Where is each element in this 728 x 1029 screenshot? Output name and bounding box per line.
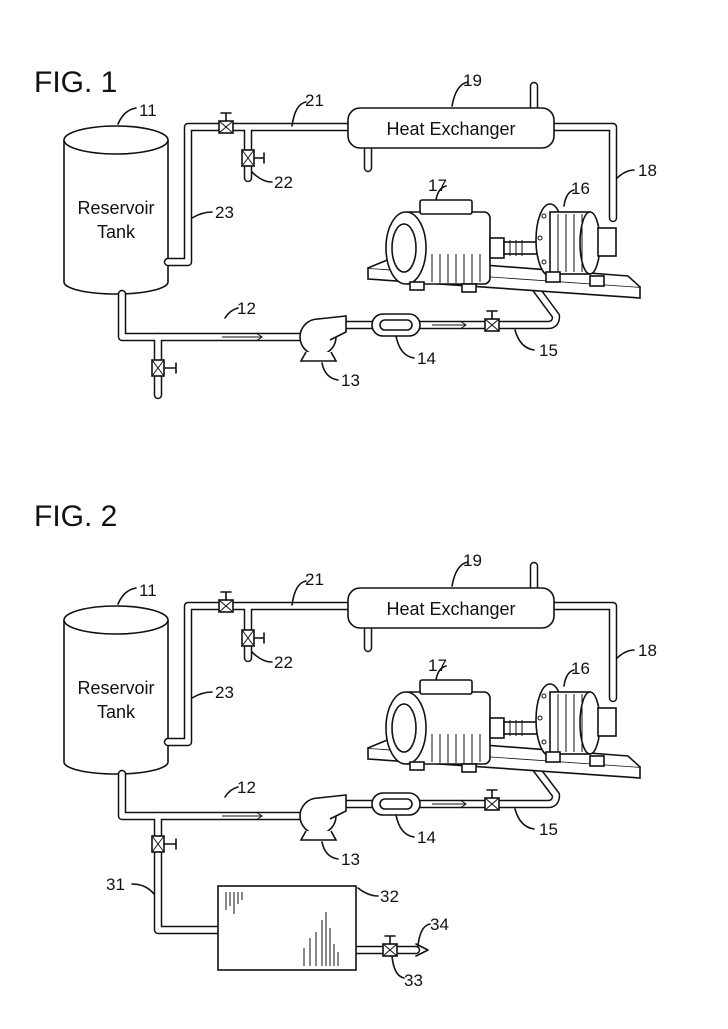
- ref-33: 33: [404, 971, 423, 990]
- ref-22: 22: [274, 173, 293, 192]
- ref-32: 32: [380, 887, 399, 906]
- settling-tank: [218, 886, 356, 970]
- valve-line-15: [485, 311, 499, 331]
- valve-22: [242, 630, 264, 646]
- figure-1: FIG. 1 Reservoir Tank: [34, 66, 657, 395]
- tank-label-line1: Reservoir: [77, 678, 154, 698]
- ref-11: 11: [139, 101, 157, 120]
- ref-23: 23: [215, 683, 234, 702]
- pump: [300, 316, 346, 361]
- ref-22: 22: [274, 653, 293, 672]
- ref-15: 15: [539, 341, 558, 360]
- ref-12: 12: [237, 299, 256, 318]
- ref-31: 31: [106, 875, 125, 894]
- reservoir-tank: Reservoir Tank: [64, 606, 168, 774]
- valve-22: [242, 150, 264, 166]
- figure-2: FIG. 2 Reservoir Tank: [34, 500, 657, 990]
- figure-2-title: FIG. 2: [34, 500, 117, 533]
- ref-21: 21: [305, 570, 324, 589]
- ref-12: 12: [237, 778, 256, 797]
- ref-17: 17: [428, 176, 447, 195]
- valve-drain: [152, 360, 176, 376]
- valve-line-21: [219, 592, 233, 612]
- ref-23: 23: [215, 203, 234, 222]
- filter: [372, 314, 420, 336]
- ref-18: 18: [638, 641, 657, 660]
- ref-13: 13: [341, 850, 360, 869]
- ref-14: 14: [417, 828, 436, 847]
- valve-line-15: [485, 790, 499, 810]
- tank-label-line1: Reservoir: [77, 198, 154, 218]
- ref-15: 15: [539, 820, 558, 839]
- tank-label-line2: Tank: [97, 222, 136, 242]
- heat-exchanger-label: Heat Exchanger: [386, 119, 515, 139]
- tank-label-line2: Tank: [97, 702, 136, 722]
- ref-19: 19: [463, 71, 482, 90]
- filter: [372, 793, 420, 815]
- ref-18: 18: [638, 161, 657, 180]
- pump: [300, 795, 346, 840]
- ref-16: 16: [571, 659, 590, 678]
- ref-17: 17: [428, 656, 447, 675]
- ref-21: 21: [305, 91, 324, 110]
- ref-34: 34: [430, 915, 449, 934]
- ref-13: 13: [341, 371, 360, 390]
- figure-1-title: FIG. 1: [34, 66, 117, 99]
- ref-14: 14: [417, 349, 436, 368]
- ref-11: 11: [139, 581, 157, 600]
- heat-exchanger: Heat Exchanger: [348, 588, 554, 628]
- heat-exchanger: Heat Exchanger: [348, 108, 554, 148]
- ref-19: 19: [463, 551, 482, 570]
- valve-line-21: [219, 113, 233, 133]
- valve-33: [383, 936, 397, 956]
- reservoir-tank: Reservoir Tank: [64, 126, 168, 294]
- valve-drain: [152, 836, 176, 852]
- heat-exchanger-label: Heat Exchanger: [386, 599, 515, 619]
- ref-16: 16: [571, 179, 590, 198]
